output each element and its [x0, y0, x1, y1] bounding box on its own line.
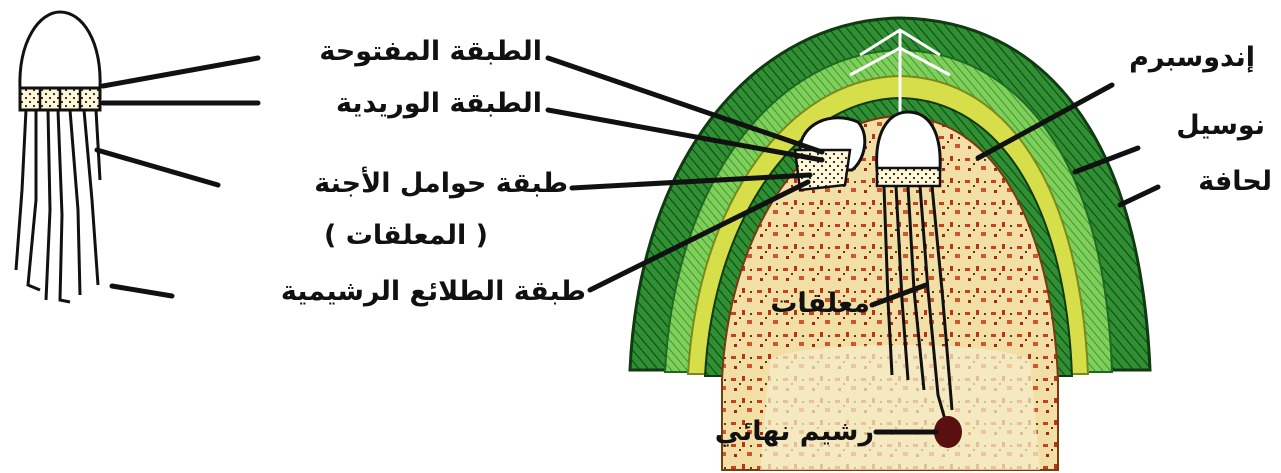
label-nucellus: نوسيل — [1145, 112, 1265, 139]
label-suspensor-layer-note: ( المعلقات ) — [298, 222, 488, 249]
leader-embryo-layer-left — [112, 286, 172, 296]
label-suspensors: معلقات — [738, 290, 870, 317]
proembryo-open-cell — [20, 12, 100, 90]
leader-open-layer-left — [103, 58, 258, 86]
label-endosperm: إندوسبرم — [1085, 44, 1255, 71]
label-integument: لحافة — [1162, 168, 1272, 195]
label-rosette-layer: الطبقة الوريدية — [262, 90, 542, 117]
leader-suspensor-layer-left — [97, 150, 218, 185]
label-embryo-layer: طبقة الطلائع الرشيمية — [176, 278, 586, 305]
label-suspensor-layer: طبقة حوامل الأجنة — [222, 170, 568, 197]
endosperm-lower — [760, 345, 1040, 470]
ovule-section — [630, 18, 1150, 470]
proembryo-suspensors — [16, 110, 100, 302]
label-final-embryo: رشيم نهائي — [680, 418, 874, 445]
detached-proembryo — [16, 12, 100, 302]
central-tier-band — [877, 168, 940, 186]
leader-integument — [1120, 187, 1158, 205]
label-open-layer: الطبقة المفتوحة — [262, 38, 542, 65]
